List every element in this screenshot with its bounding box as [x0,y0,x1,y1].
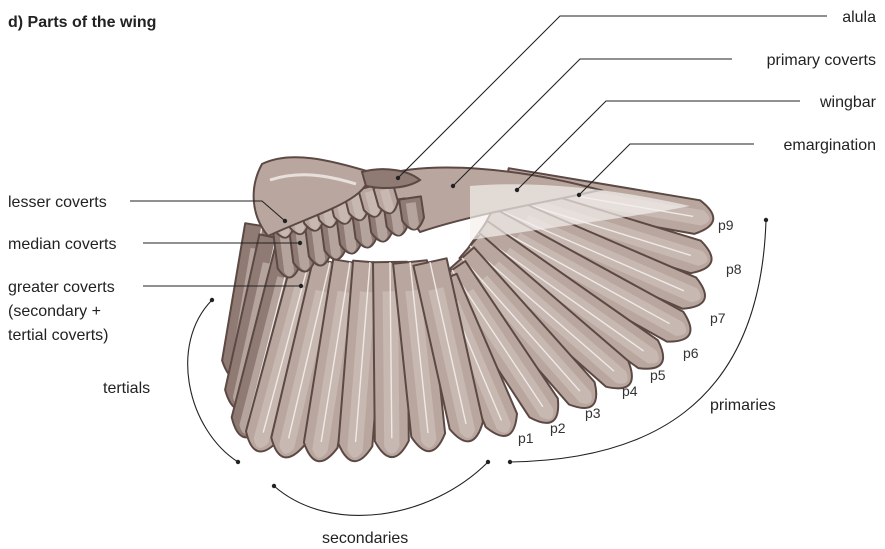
lesser-coverts-leader-dot [283,219,287,223]
wingbar-leader-dot [515,188,519,192]
secondaries-arc-start-dot [272,484,276,488]
bracket-secondaries: secondaries [272,460,490,547]
primary-coverts-leader-line [453,59,732,186]
diagram-title: d) Parts of the wing [8,14,156,31]
greater-coverts-label-line2: (secondary + [8,303,101,320]
lesser-coverts-label: lesser coverts [8,194,107,211]
tertials-arc-start-dot [210,298,214,302]
alula-label: alula [842,9,876,26]
primary-label-p7: p7 [710,310,726,326]
primary-label-p4: p4 [622,383,638,399]
primary-label-p9: p9 [718,217,734,233]
greater-coverts-label-line1: greater coverts [8,279,115,296]
greater-coverts-leader-dot [299,284,303,288]
tertials-label: tertials [103,380,150,397]
primary-label-p3: p3 [585,405,601,421]
primary-label-p5: p5 [650,367,666,383]
median-coverts-label: median coverts [8,236,117,253]
primaries-arc-end-dot [764,218,768,222]
primary-coverts-label: primary coverts [767,52,876,69]
emargination-label: emargination [784,137,877,154]
secondaries-label: secondaries [322,530,408,547]
alula-leader-line [398,16,827,178]
median-coverts-leader-dot [298,241,302,245]
tertials-arc-end-dot [236,460,240,464]
primaries-arc-start-dot [508,460,512,464]
primary-label-p1: p1 [518,430,534,446]
secondary-feathers [222,223,483,461]
secondaries-arc-end-dot [486,460,490,464]
label-lesser-coverts: lesser coverts [8,194,287,223]
greater-coverts-label-line3: tertial coverts) [8,327,108,344]
label-alula: alula [396,9,876,180]
primaries-label: primaries [710,397,776,414]
secondaries-arc [274,462,488,515]
emargination-leader-dot [577,193,581,197]
wingbar-label: wingbar [819,94,877,111]
primary-label-p8: p8 [726,261,742,277]
primary-label-p2: p2 [550,420,566,436]
primary-coverts-leader-dot [451,184,455,188]
label-primary-coverts: primary coverts [451,52,876,188]
bracket-tertials: tertials [103,298,240,464]
wing-illustration [222,157,713,461]
alula-leader-dot [396,176,400,180]
primary-label-p6: p6 [683,345,699,361]
